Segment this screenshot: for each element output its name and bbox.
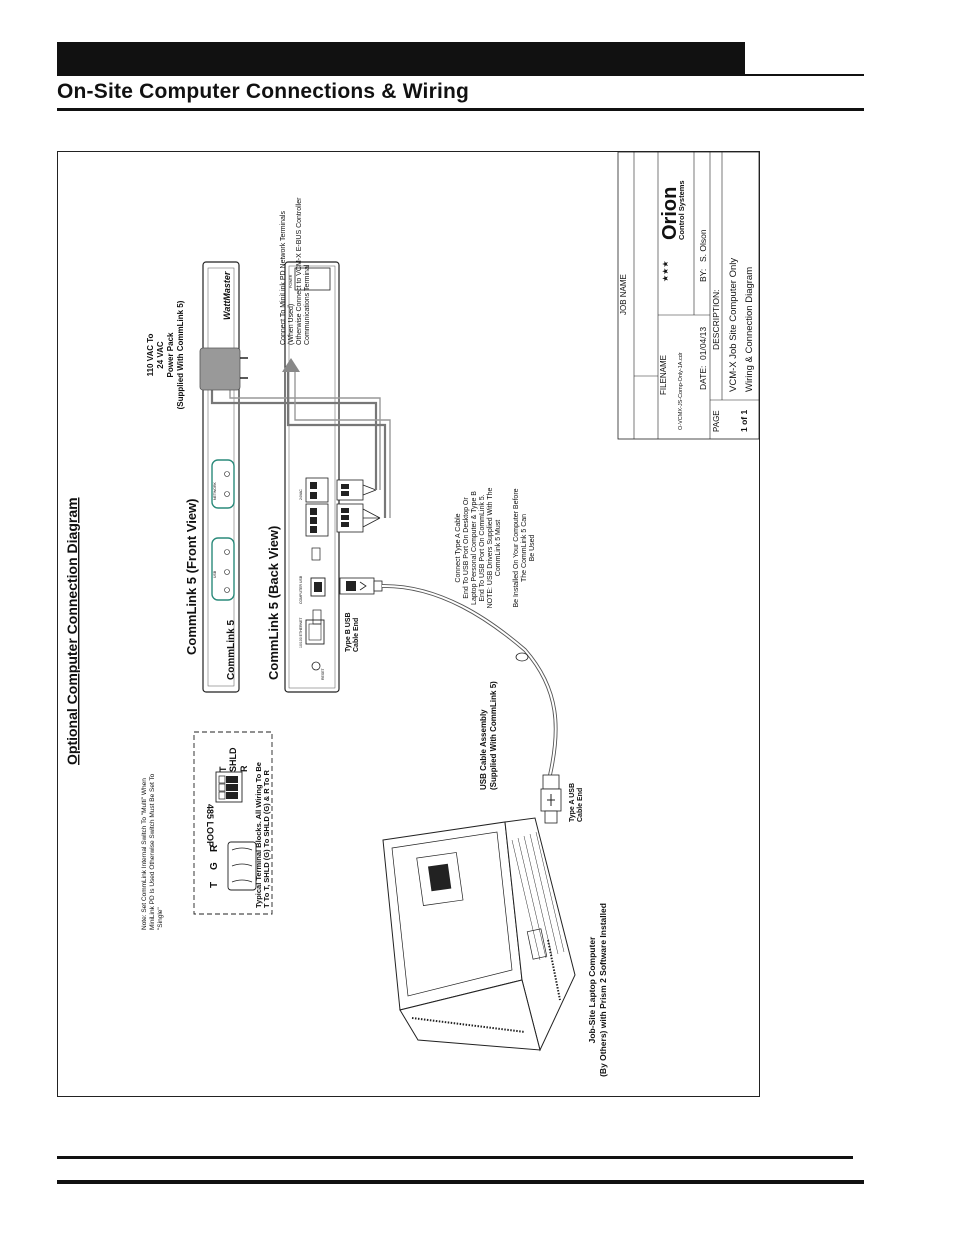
laptop-label-1: Job-Site Laptop Computer (587, 936, 597, 1043)
footer-rule-top (57, 1156, 853, 1159)
terminal-block-box: T G R 485 LOOP T SHLD R Typical Terminal… (193, 731, 273, 915)
connect-note-line-3: Laptop Personal Computer & Type B (471, 491, 478, 605)
page-title: On-Site Computer Connections & Wiring (57, 80, 470, 103)
orion-stars-icon: ★★★ (661, 260, 670, 282)
orion-logo-text: Orion (659, 187, 681, 240)
usb-cable (381, 584, 558, 776)
connect-note-line-6: CommLink 5 Must (495, 520, 502, 576)
front-leds-right (211, 459, 235, 509)
filename-label: FILENAME (659, 355, 668, 395)
type-a-label-2: Cable End (577, 788, 584, 822)
network-note-line-1: Connect To MiniLink PD Network Terminals (280, 211, 287, 345)
switch-note: Note: Set CommLink Internal Switch To "M… (141, 773, 164, 930)
power-pack-line-2: 24 VAC (156, 341, 165, 369)
commlink-back-view: POWER 24VAC COMPUTER USB 10/100 ETHERNET… (284, 261, 340, 693)
filename-value: O-VCMX-JS-Comp-Only-1A.cdr (678, 352, 684, 430)
connect-note-line-8: The CommLink 5 Can (521, 514, 528, 582)
description-line1: VCM-X Job Site Computer Only (728, 258, 739, 392)
back-label-24vac: 24VAC (299, 489, 303, 500)
power-pack-line-1: 110 VAC To (146, 333, 155, 376)
commlink-front-view: CommLink 5 WattMaster NETWORK USB (202, 261, 240, 693)
connect-note-line-5: NOTE: USB Drivers Supplied With The (487, 487, 494, 608)
network-note-line-3: Otherwise Connect to VCM-X E-BUS Control… (296, 197, 303, 345)
usb-assembly-line-2: (Supplied With CommLink 5) (489, 681, 498, 790)
type-b-label-1: Type B USB (345, 612, 352, 652)
terminal-note-line-1: Typical Terminal Blocks. All Wiring To B… (254, 762, 263, 908)
reset-button (311, 661, 321, 671)
usb-b-connector (339, 577, 383, 595)
usb-assembly-line-1: USB Cable Assembly (479, 709, 488, 790)
header-bar (57, 42, 745, 76)
connect-note-line-7: Be Installed On Your Computer Before (513, 488, 520, 607)
orion-logo: Orion Control Systems ★★★ (659, 180, 686, 282)
power-pack-line-4: (Supplied With CommLink 5) (176, 300, 185, 409)
front-label-network: NETWORK (213, 481, 217, 500)
network-note-line-4: Communications Terminal (304, 264, 311, 345)
tsr-label-t: T (218, 766, 228, 772)
power-wire (210, 390, 381, 490)
date-value: 01/04/13 (698, 327, 708, 360)
switch-note-line-3: "Single" (157, 907, 164, 930)
date-label: DATE: (698, 366, 708, 390)
footer-rule-bottom (57, 1180, 864, 1184)
back-label-ethernet: 10/100 ETHERNET (299, 617, 303, 648)
job-name-label: JOB NAME (619, 274, 628, 315)
power-pack-line-3: Power Pack (166, 332, 175, 377)
usb-a-connector (540, 774, 562, 824)
laptop-computer (382, 817, 576, 1052)
tgr-plug (227, 841, 257, 891)
power-pack (199, 347, 248, 391)
back-label-power: POWER (289, 274, 293, 288)
tgr-label-g: G (209, 862, 220, 870)
by-label: BY: (698, 269, 708, 282)
tgr-label-r: R (209, 844, 220, 852)
type-b-label-2: Cable End (353, 618, 360, 652)
by-value: S. Olson (698, 229, 708, 262)
page-value: 1 of 1 (739, 410, 749, 432)
tsr-label-shld: SHLD (228, 747, 238, 772)
back-label-reset: RESET (321, 667, 325, 680)
back-label-usb: COMPUTER USB (299, 575, 303, 604)
connect-note-line-9: Be Used (529, 534, 536, 561)
diagram-frame (57, 151, 760, 1097)
commlink-logo: CommLink 5 (226, 620, 237, 680)
wattmaster-logo: WattMaster (222, 271, 232, 320)
connect-note-line-1: Connect Type A Cable (455, 513, 462, 582)
description-line2: Wiring & Connection Diagram (744, 267, 755, 392)
tgr-label-t: T (209, 882, 220, 888)
title-block: JOB NAME FILENAME O-VCMX-JS-Comp-Only-1A… (617, 151, 760, 440)
terminal-plugs (336, 479, 381, 533)
front-leds-left (211, 537, 235, 601)
type-a-label-1: Type A USB (569, 783, 576, 822)
power-jack (294, 267, 331, 291)
tsr-label-r: R (239, 765, 249, 772)
mode-switch (311, 547, 321, 561)
diagram-heading: Optional Computer Connection Diagram (64, 497, 80, 765)
laptop-label-2: (By Others) with Prism 2 Software Instal… (598, 903, 608, 1077)
ethernet-port (305, 619, 325, 645)
loop-label: 485 LOOP (205, 804, 215, 847)
description-label: DESCRIPTION: (711, 290, 721, 350)
switch-note-line-2: MiniLink PD Is Used Otherwise Switch Mus… (149, 773, 156, 930)
connect-note: Connect Type A Cable End To USB Port On … (455, 487, 536, 608)
network-wire (282, 358, 391, 518)
terminal-note-line-2: T To T, SHLD (G) To SHLD (G) & R To R (262, 770, 271, 908)
header-rule (57, 74, 864, 76)
network-note-line-2: (When Used) (288, 304, 295, 345)
page-label: PAGE (712, 410, 721, 432)
connect-note-line-2: End To USB Port On Desktop Or (463, 497, 470, 599)
title-rule (57, 108, 864, 111)
connect-note-line-4: End To USB Port On CommLink 5. (479, 494, 486, 601)
back-view-label: CommLink 5 (Back View) (266, 526, 281, 680)
front-view-label: CommLink 5 (Front View) (184, 499, 199, 656)
front-label-usb: USB (213, 570, 217, 578)
orion-logo-sub: Control Systems (677, 180, 686, 240)
usb-b-port (310, 577, 326, 597)
network-arrow-icon (282, 358, 300, 372)
switch-note-line-1: Note: Set CommLink Internal Switch To "M… (141, 778, 148, 930)
